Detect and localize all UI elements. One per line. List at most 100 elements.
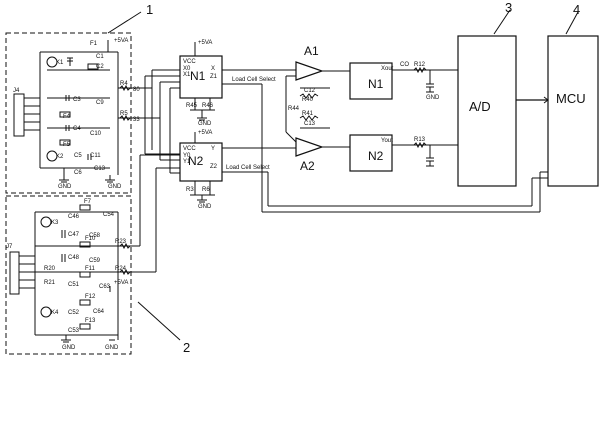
svg-text:GND: GND xyxy=(198,204,212,210)
svg-text:F13: F13 xyxy=(85,318,96,324)
callout-4: 4 xyxy=(573,2,580,17)
svg-text:R6: R6 xyxy=(202,187,210,193)
multiplexer-n2: +5VA N2 VCC Y0 Y1 Y Z2 Load Cell Select … xyxy=(179,130,296,210)
vcc-label: +5VA xyxy=(114,38,128,44)
svg-text:C53: C53 xyxy=(68,328,80,334)
svg-text:C12: C12 xyxy=(304,88,316,94)
svg-text:33: 33 xyxy=(133,117,140,123)
svg-text:C10: C10 xyxy=(90,131,102,137)
svg-text:F7: F7 xyxy=(84,199,92,205)
svg-text:C59: C59 xyxy=(89,258,101,264)
sensor-bridge-2: +5VA F7 C54 K3 C46 C47 F10 C58 C48 C59 R… xyxy=(6,199,140,351)
svg-text:80: 80 xyxy=(133,87,140,93)
svg-text:K4: K4 xyxy=(51,310,59,316)
svg-text:Z1: Z1 xyxy=(210,74,218,80)
f2-fuse xyxy=(87,63,99,70)
svg-text:K1: K1 xyxy=(56,60,64,66)
svg-text:C13: C13 xyxy=(304,121,316,127)
svg-text:Xout: Xout xyxy=(381,66,394,72)
callout-line-1 xyxy=(107,11,142,34)
svg-text:C63: C63 xyxy=(99,284,111,290)
svg-text:R41: R41 xyxy=(302,111,314,117)
svg-text:GND: GND xyxy=(426,95,440,101)
sensor-bridge-1: +5VA F1 K1 C1 C2 C3 C9 F4 C4 C10 F5 K2 C… xyxy=(13,38,152,190)
mcu-label: MCU xyxy=(556,91,586,106)
module-2-boundary xyxy=(5,195,132,355)
svg-text:R3: R3 xyxy=(186,187,194,193)
mux-input-wiring xyxy=(139,69,180,273)
svg-text:C54: C54 xyxy=(103,212,115,218)
a2-label: A2 xyxy=(300,159,315,173)
sensor-k3-icon xyxy=(40,216,52,228)
svg-text:Z2: Z2 xyxy=(210,164,218,170)
callout-3: 3 xyxy=(505,0,512,15)
svg-text:+5VA: +5VA xyxy=(198,40,212,46)
svg-text:R20: R20 xyxy=(44,266,56,272)
svg-text:F10: F10 xyxy=(85,236,96,242)
svg-text:X: X xyxy=(211,66,215,72)
svg-text:X1: X1 xyxy=(183,72,191,78)
svg-text:C4: C4 xyxy=(73,126,81,132)
connector-j4-label: J4 xyxy=(13,88,20,94)
svg-text:GND: GND xyxy=(198,121,212,127)
multiplexer-n1: +5VA N1 VCC X0 X1 X Z1 Load Cell Select … xyxy=(179,40,296,127)
svg-text:C51: C51 xyxy=(68,282,80,288)
svg-text:R5: R5 xyxy=(120,111,128,117)
callout-1: 1 xyxy=(146,2,153,17)
f1-label: F1 xyxy=(90,41,98,47)
svg-text:C1: C1 xyxy=(96,54,104,60)
callout-line-4 xyxy=(565,11,579,35)
svg-text:GND: GND xyxy=(58,184,72,190)
a1-label: A1 xyxy=(304,44,319,58)
svg-text:R4: R4 xyxy=(120,81,128,87)
svg-text:C2: C2 xyxy=(96,64,104,70)
svg-text:R46: R46 xyxy=(202,103,214,109)
opamp-a2 xyxy=(295,137,324,157)
svg-text:F12: F12 xyxy=(85,294,96,300)
opamp-a1 xyxy=(295,61,324,81)
module-1-boundary xyxy=(5,32,132,194)
svg-text:R12: R12 xyxy=(414,62,426,68)
svg-text:C58: C58 xyxy=(89,233,101,239)
svg-text:C5: C5 xyxy=(74,153,82,159)
svg-text:C46: C46 xyxy=(68,214,80,220)
callout-2: 2 xyxy=(183,340,190,355)
adc-label: A/D xyxy=(469,99,491,114)
svg-text:GND: GND xyxy=(105,345,119,351)
svg-text:Y0: Y0 xyxy=(183,153,191,159)
n2-mux-box xyxy=(179,142,223,182)
callout-line-3 xyxy=(493,9,511,35)
sensor-k1-icon xyxy=(46,56,58,68)
svg-text:C11: C11 xyxy=(90,153,101,159)
adc-block: A/D xyxy=(457,35,517,187)
n1-mux-box xyxy=(179,55,223,99)
svg-text:X0: X0 xyxy=(183,66,191,72)
svg-text:R21: R21 xyxy=(44,280,56,286)
svg-text:C52: C52 xyxy=(68,310,80,316)
mcu-block: MCU xyxy=(547,35,599,187)
svg-text:C6: C6 xyxy=(74,170,82,176)
svg-text:+5VA: +5VA xyxy=(114,280,128,286)
adc-box xyxy=(457,35,517,187)
svg-text:VCC: VCC xyxy=(183,59,196,65)
load-cell-select-label-2: Load Cell Select xyxy=(226,165,270,171)
sensor-k2-icon xyxy=(46,150,58,162)
svg-text:VCC: VCC xyxy=(183,146,196,152)
connector-j7 xyxy=(9,251,20,295)
svg-text:C3: C3 xyxy=(73,97,81,103)
filter-n1: N1 Xout CO R12 GND xyxy=(349,62,458,101)
svg-text:K2: K2 xyxy=(56,154,64,160)
connector-j4 xyxy=(13,93,25,137)
n2-filter-label: N2 xyxy=(368,149,384,163)
select-feedback-lines xyxy=(261,84,548,213)
svg-text:Yout: Yout xyxy=(381,138,393,144)
svg-text:Y: Y xyxy=(211,146,215,152)
svg-text:R13: R13 xyxy=(414,137,426,143)
n1-label: N1 xyxy=(190,69,206,83)
connector-j7-label: J7 xyxy=(6,244,13,250)
load-cell-select-label-1: Load Cell Select xyxy=(232,77,276,83)
svg-text:R24: R24 xyxy=(115,266,127,272)
n1-filter-label: N1 xyxy=(368,77,384,91)
svg-text:R45: R45 xyxy=(186,103,198,109)
